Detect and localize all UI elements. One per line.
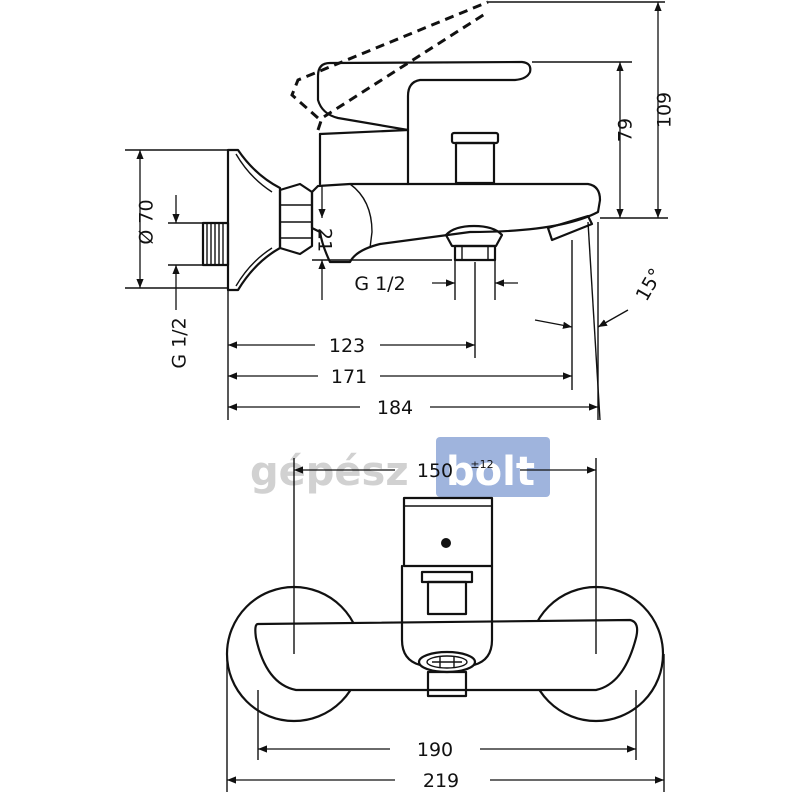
dim-g12-left: G 1/2 (168, 195, 203, 369)
mixer-body (310, 182, 602, 264)
dim-g12-bottom: G 1/2 (354, 260, 518, 300)
dim-diameter-70-label: Ø 70 (136, 199, 158, 244)
dim-219: 219 (226, 654, 665, 792)
hex-nut (278, 182, 314, 256)
dim-79-label: 79 (615, 118, 637, 142)
dim-21: 21 (312, 186, 452, 300)
dim-21-label: 21 (314, 228, 336, 252)
watermark-left-text: gépész (250, 449, 409, 495)
watermark-box (436, 437, 550, 497)
lever-handle (316, 60, 532, 186)
front-lever (402, 496, 494, 568)
front-view: 150 ±12 190 219 (225, 458, 665, 792)
dim-150: 150 ±12 (293, 458, 597, 654)
wall-rosette (226, 148, 282, 292)
front-diverter (420, 570, 474, 616)
dim-g12-bottom-label: G 1/2 (354, 273, 405, 295)
lever-indicator-dot (441, 538, 451, 548)
dim-123-label: 123 (329, 335, 365, 357)
watermark-right-text: bolt (446, 449, 535, 495)
dim-150-label: 150 (417, 460, 453, 482)
dim-190: 190 (257, 690, 637, 761)
wall-thread-connector (201, 221, 230, 267)
side-view: 109 79 Ø 70 G 1/2 21 (125, 0, 676, 421)
shower-outlet (444, 224, 504, 262)
dim-219-label: 219 (423, 770, 459, 792)
front-body (254, 618, 639, 692)
lever-open-position-outline (290, 0, 489, 131)
dim-angle-15-label: 15° (632, 265, 668, 305)
dim-g12-left-label: G 1/2 (169, 317, 191, 368)
dim-109-label: 109 (654, 92, 676, 128)
dim-150-tolerance: ±12 (470, 458, 493, 471)
dim-171: 171 (228, 366, 572, 388)
watermark-logo: gépész bolt (250, 437, 550, 497)
dim-190-label: 190 (417, 739, 453, 761)
dim-123: 123 (227, 262, 476, 420)
dim-184: 184 (228, 222, 599, 420)
dim-109: 109 (488, 1, 676, 219)
dim-79: 79 (532, 61, 637, 218)
dim-diameter-70: Ø 70 (125, 149, 228, 289)
dim-angle-15: 15° (534, 221, 668, 421)
front-outlet (417, 650, 477, 698)
spout-aerator (546, 214, 594, 242)
diverter-knob (450, 131, 500, 185)
dim-171-label: 171 (331, 366, 367, 388)
dim-184-label: 184 (377, 397, 413, 419)
